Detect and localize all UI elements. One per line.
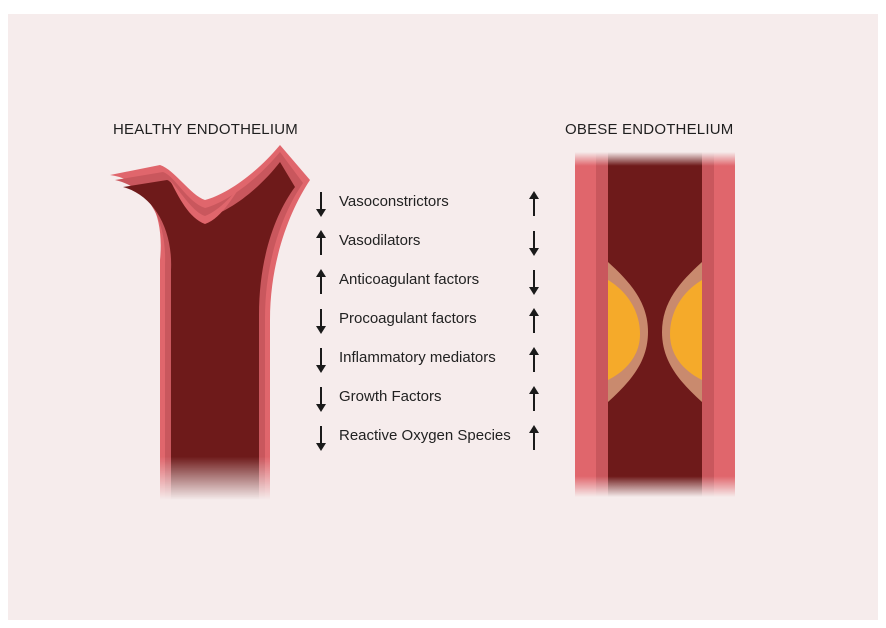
arrow-up-icon bbox=[528, 425, 540, 451]
arrow-up-icon bbox=[315, 230, 327, 256]
factor-label: Vasoconstrictors bbox=[339, 193, 449, 210]
arrow-down-icon bbox=[315, 191, 327, 217]
arrow-up-icon bbox=[528, 386, 540, 412]
arrow-up-icon bbox=[528, 191, 540, 217]
arrow-down-icon bbox=[315, 308, 327, 334]
factor-row: Vasodilators bbox=[0, 230, 886, 254]
arrow-down-icon bbox=[315, 425, 327, 451]
arrow-down-icon bbox=[528, 230, 540, 256]
factor-row: Growth Factors bbox=[0, 386, 886, 410]
factor-row: Anticoagulant factors bbox=[0, 269, 886, 293]
factor-label: Growth Factors bbox=[339, 388, 442, 405]
factor-row: Vasoconstrictors bbox=[0, 191, 886, 215]
factor-label: Anticoagulant factors bbox=[339, 271, 479, 288]
factor-row: Procoagulant factors bbox=[0, 308, 886, 332]
healthy-endothelium-title: HEALTHY ENDOTHELIUM bbox=[113, 121, 298, 138]
arrow-up-icon bbox=[528, 347, 540, 373]
factor-label: Procoagulant factors bbox=[339, 310, 477, 327]
factor-label: Inflammatory mediators bbox=[339, 349, 496, 366]
arrow-up-icon bbox=[315, 269, 327, 295]
arrow-up-icon bbox=[528, 308, 540, 334]
factor-label: Vasodilators bbox=[339, 232, 420, 249]
factor-row: Reactive Oxygen Species bbox=[0, 425, 886, 449]
arrow-down-icon bbox=[528, 269, 540, 295]
arrow-down-icon bbox=[315, 347, 327, 373]
arrow-down-icon bbox=[315, 386, 327, 412]
factor-label: Reactive Oxygen Species bbox=[339, 427, 511, 444]
factor-row: Inflammatory mediators bbox=[0, 347, 886, 371]
obese-endothelium-title: OBESE ENDOTHELIUM bbox=[565, 121, 733, 138]
